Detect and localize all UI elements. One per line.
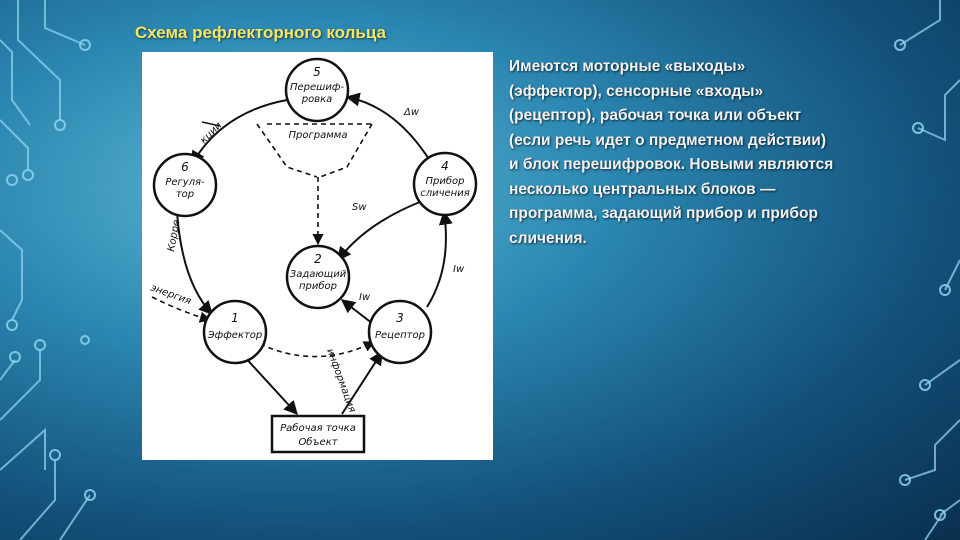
svg-text:6: 6 [181, 160, 189, 174]
arc-4-to-5 [345, 92, 433, 165]
program-label: Программа [289, 130, 348, 141]
svg-text:тор: тор [176, 189, 194, 200]
node-2-setting-device: 2 Задающий прибор [285, 244, 351, 310]
diagram-svg: 5 Перешиф- ровка 6 Регуля- тор 4 Прибор … [149, 57, 478, 454]
label-correction-left: Корре [166, 219, 182, 253]
svg-text:1: 1 [231, 311, 239, 325]
svg-text:Прибор: Прибор [426, 175, 465, 187]
svg-text:прибор: прибор [299, 280, 337, 292]
label-dw: Δw [403, 107, 420, 118]
dashed-energy-in [151, 296, 212, 323]
svg-text:Рабочая точка: Рабочая точка [280, 422, 356, 434]
svg-text:Регуля-: Регуля- [165, 177, 205, 188]
arc-5-to-6 [191, 99, 288, 166]
arc-6-to-1 [176, 211, 213, 316]
svg-text:Объект: Объект [298, 436, 338, 448]
node-4-comparator: 4 Прибор сличения [412, 151, 478, 217]
dashed-program-branch-left [256, 123, 318, 178]
dashed-program-branch-right [319, 123, 373, 178]
arrow-effector-to-object [241, 353, 298, 416]
svg-text:2: 2 [314, 252, 322, 266]
svg-text:Рецептор: Рецептор [375, 330, 425, 341]
label-iw-right: Iw [453, 264, 465, 275]
svg-text:ровка: ровка [301, 94, 333, 105]
dashed-effector-receptor [259, 341, 376, 358]
arrow-4-to-2 [337, 199, 426, 262]
node-3-receptor: 3 Рецептор [367, 299, 433, 365]
node-1-effector: 1 Эффектор [202, 299, 268, 365]
svg-text:3: 3 [396, 311, 404, 325]
object-box: Рабочая точка Объект [270, 414, 366, 454]
arc-3-to-4 [426, 210, 453, 308]
label-information: информация [324, 347, 357, 414]
node-6-regulator: 6 Регуля- тор [152, 152, 218, 218]
reflex-ring-diagram: 5 Перешиф- ровка 6 Регуля- тор 4 Прибор … [142, 52, 493, 460]
svg-text:4: 4 [441, 159, 449, 173]
svg-text:Эффектор: Эффектор [207, 330, 263, 341]
slide-title: Схема рефлекторного кольца [135, 23, 386, 42]
label-energy: энергия [149, 282, 193, 307]
label-sw: Sw [352, 202, 367, 213]
svg-text:Перешиф-: Перешиф- [290, 82, 344, 93]
arrow-object-to-receptor [341, 350, 383, 415]
svg-text:сличения: сличения [420, 188, 470, 199]
svg-text:Задающий: Задающий [290, 269, 347, 280]
node-5-recoding: 5 Перешиф- ровка [284, 57, 350, 123]
description-text: Имеются моторные «выходы» (эффектор), се… [509, 58, 834, 247]
svg-text:5: 5 [313, 65, 321, 79]
tick-mark-top [201, 121, 221, 127]
label-iw-center: Iw [359, 292, 371, 303]
